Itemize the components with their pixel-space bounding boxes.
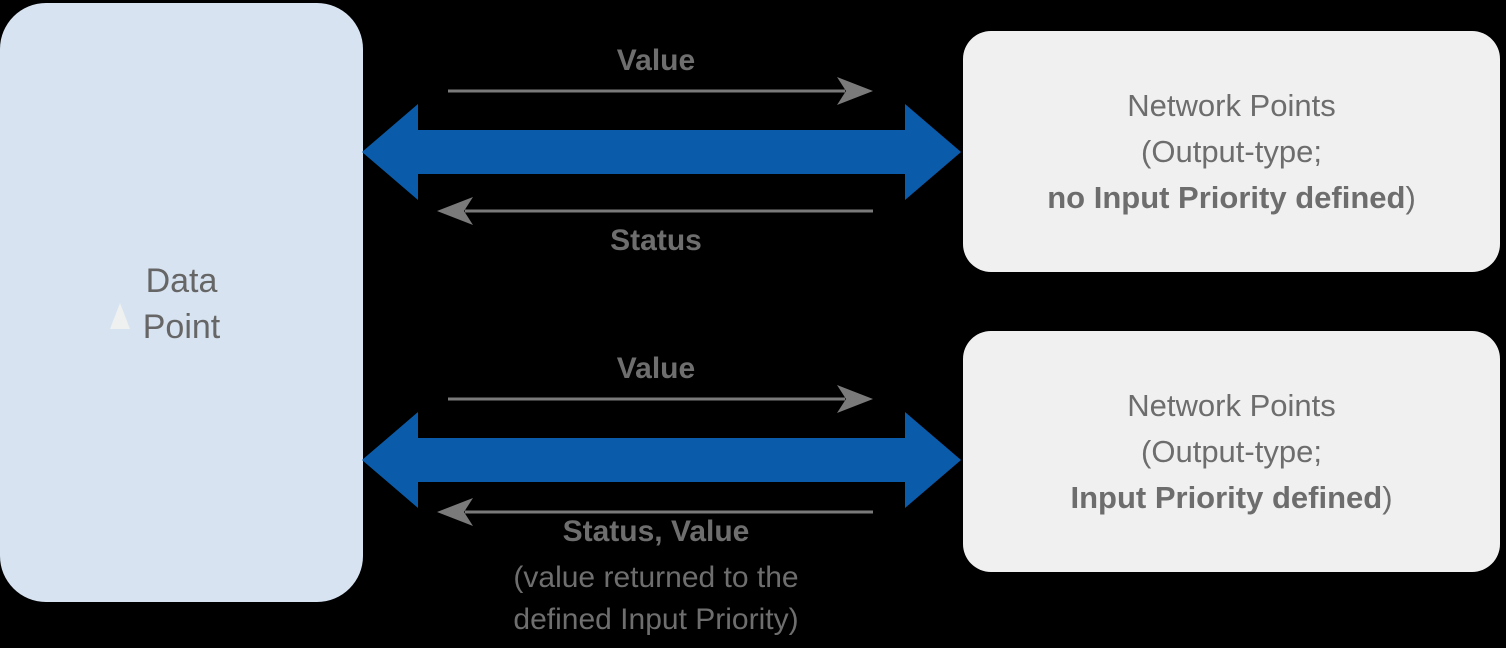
np-line2-no-priority: (Output-type; (1141, 133, 1322, 169)
flow-label-status-value-bottom: Status, Value (562, 515, 750, 548)
data-point-label: Data Point (142, 262, 221, 346)
up-triangle-marker (110, 303, 130, 329)
np-line2-with-priority: (Output-type; (1141, 433, 1322, 469)
blue-bidirectional-arrow-top (362, 104, 961, 200)
np-line3-bold-with-priority: Input Priority defined (1070, 479, 1383, 515)
value-arrow-right-bottom (437, 384, 873, 414)
blue-arrow-shape-bottom (362, 412, 961, 508)
np-line3-bold-no-priority: no Input Priority defined (1047, 179, 1406, 215)
np-line1-no-priority: Network Points (1127, 87, 1336, 123)
data-point-box: Data Point (0, 3, 363, 602)
np-line3-tail-no-priority: ) (1405, 179, 1416, 215)
np-line1-with-priority: Network Points (1127, 387, 1336, 423)
flow-label-value-top: Value (616, 44, 696, 77)
network-points-box-with-priority: Network Points (Output-type; Input Prior… (963, 331, 1500, 572)
flow-note-input-priority: (value returned to the defined Input Pri… (513, 561, 799, 636)
status-arrow-left-top (437, 196, 873, 226)
flow-label-status-top: Status (610, 224, 702, 257)
blue-arrow-shape-top (362, 104, 961, 200)
value-arrow-right-top (437, 76, 873, 106)
blue-bidirectional-arrow-bottom (362, 412, 961, 508)
network-points-text-no-priority: Network Points (Output-type; no Input Pr… (1047, 83, 1416, 221)
network-points-text-with-priority: Network Points (Output-type; Input Prior… (1070, 383, 1392, 521)
status-value-arrow-left-bottom (437, 497, 873, 527)
np-line3-tail-with-priority: ) (1382, 479, 1393, 515)
network-points-box-no-priority: Network Points (Output-type; no Input Pr… (963, 31, 1500, 272)
flow-label-value-bottom: Value (616, 352, 696, 385)
